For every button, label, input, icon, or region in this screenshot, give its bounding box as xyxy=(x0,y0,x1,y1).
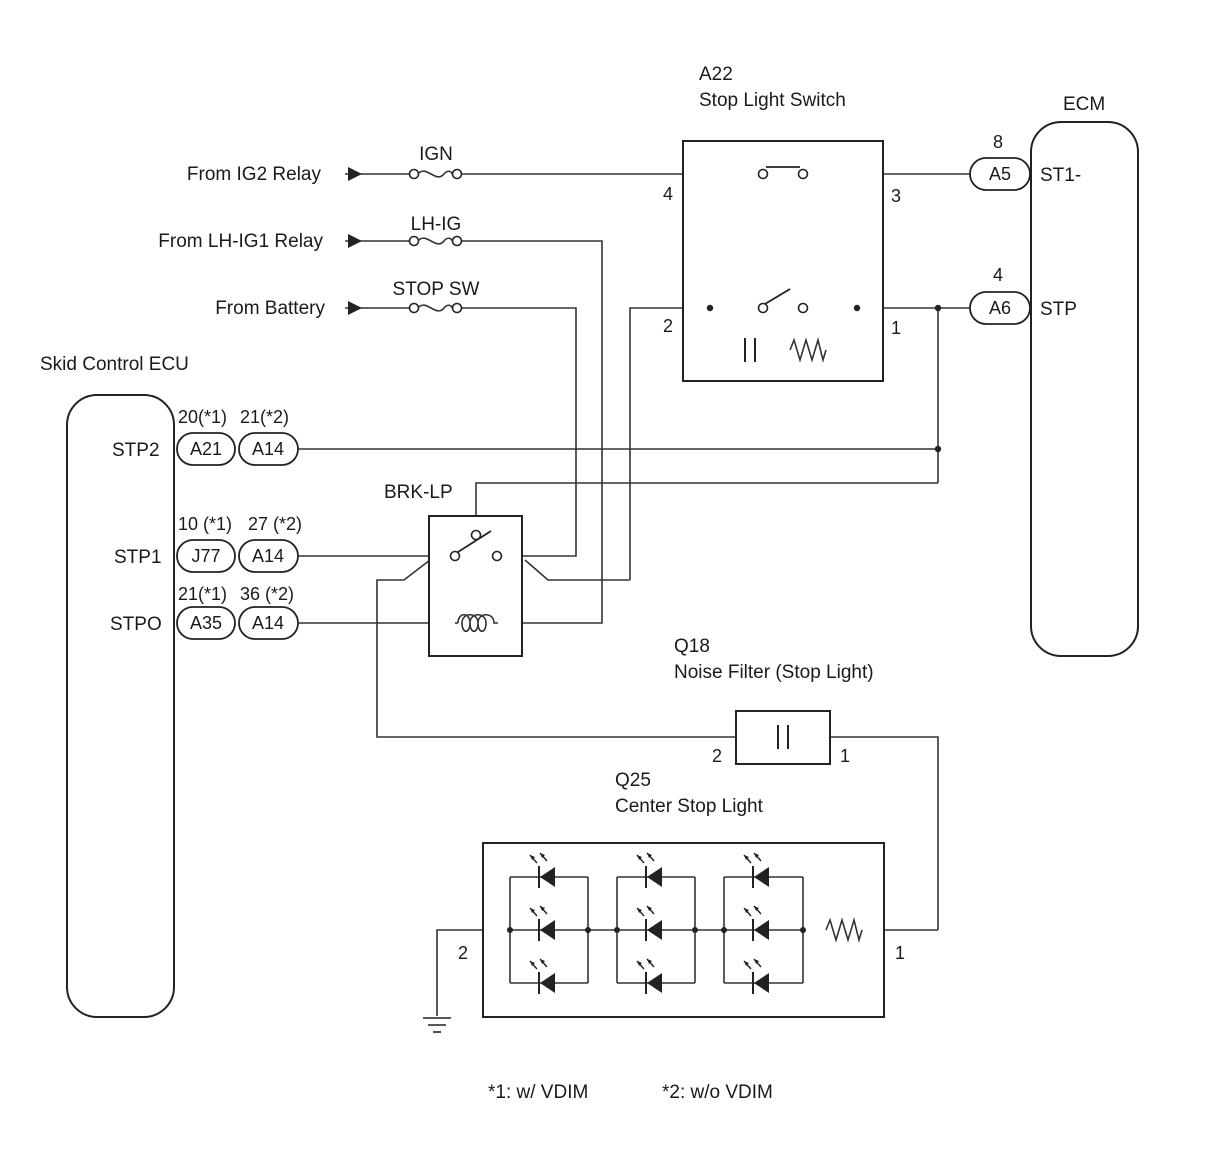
fuse-ign-label: IGN xyxy=(419,144,453,165)
brk-lp-name: BRK-LP xyxy=(384,482,453,503)
footnote-no-vdim: *2: w/o VDIM xyxy=(662,1082,773,1103)
a22-pin-3: 3 xyxy=(891,186,901,206)
skid-ecu-name: Skid Control ECU xyxy=(40,354,189,375)
connector-pill xyxy=(238,539,299,573)
skid-terminal-stpo: STPO xyxy=(110,614,162,635)
skid-terminal-stp1: STP1 xyxy=(114,547,162,568)
fuse-lh-ig xyxy=(408,235,463,247)
ground-icon xyxy=(423,1017,451,1033)
connector-pill xyxy=(176,432,236,466)
q25-name: Center Stop Light xyxy=(615,796,764,817)
skid-stp1-conn-vdim: J77 xyxy=(191,546,220,566)
skid-stpo-pin-vdim: 21(*1) xyxy=(178,584,227,604)
skid-terminal-stp2: STP2 xyxy=(112,440,160,461)
a22-name: Stop Light Switch xyxy=(699,90,846,111)
ecm-conn-a5: A5 xyxy=(989,164,1011,184)
skid-stp2-conn-novdim: A14 xyxy=(252,439,284,459)
footnote-vdim: *1: w/ VDIM xyxy=(488,1082,588,1103)
connector-pill xyxy=(238,432,299,466)
skid-stpo-conn-vdim: A35 xyxy=(190,613,222,633)
ecm-pin-4: 4 xyxy=(993,265,1003,285)
q25-pin-1: 1 xyxy=(895,943,905,963)
a22-pin-2: 2 xyxy=(663,316,673,336)
fuse-stop-sw xyxy=(408,302,463,314)
source-arrows xyxy=(348,167,362,315)
source-lh-ig1-relay: From LH-IG1 Relay xyxy=(158,231,323,252)
skid-stp1-conn-novdim: A14 xyxy=(252,546,284,566)
a22-pin-1: 1 xyxy=(891,318,901,338)
skid-stp1-pin-vdim: 10 (*1) xyxy=(178,514,232,534)
ecm-connector-a6: A6 xyxy=(969,291,1031,325)
skid-stpo-conn-novdim: A14 xyxy=(252,613,284,633)
ecm-pin-8: 8 xyxy=(993,132,1003,152)
fuse-ign xyxy=(408,168,463,180)
skid-stp2-pin-vdim: 20(*1) xyxy=(178,407,227,427)
fuse-lh-ig-label: LH-IG xyxy=(411,214,462,235)
center-stop-light xyxy=(482,842,885,1018)
a22-pin-4: 4 xyxy=(663,184,673,204)
connector-pill xyxy=(238,606,299,640)
q25-code: Q25 xyxy=(615,770,651,791)
skid-stp2-conn-vdim: A21 xyxy=(190,439,222,459)
ecm-connector-a5: A5 xyxy=(969,157,1031,191)
q18-code: Q18 xyxy=(674,636,710,657)
ecm-terminal-st1: ST1- xyxy=(1040,165,1081,186)
ecm-conn-a6: A6 xyxy=(989,298,1011,318)
source-ig2-relay: From IG2 Relay xyxy=(187,164,322,185)
ecm-name: ECM xyxy=(1063,94,1105,115)
connector-pill xyxy=(176,539,236,573)
q18-pin-1: 1 xyxy=(840,746,850,766)
junction-dot xyxy=(934,445,942,453)
skid-ecu-block xyxy=(66,394,175,1018)
junction-dot xyxy=(934,304,942,312)
q25-pin-2: 2 xyxy=(458,943,468,963)
fuse-stop-sw-label: STOP SW xyxy=(393,279,480,300)
a22-code: A22 xyxy=(699,64,733,85)
source-battery: From Battery xyxy=(215,298,325,319)
q18-pin-2: 2 xyxy=(712,746,722,766)
brk-lp-relay xyxy=(428,515,523,657)
skid-stpo-pin-novdim: 36 (*2) xyxy=(240,584,294,604)
skid-stp1-pin-novdim: 27 (*2) xyxy=(248,514,302,534)
connector-pill xyxy=(176,606,236,640)
ecm-block xyxy=(1030,121,1139,657)
stop-light-switch xyxy=(682,140,884,382)
ecm-terminal-stp: STP xyxy=(1040,299,1077,320)
q18-name: Noise Filter (Stop Light) xyxy=(674,662,874,683)
noise-filter xyxy=(735,710,831,765)
skid-stp2-pin-novdim: 21(*2) xyxy=(240,407,289,427)
